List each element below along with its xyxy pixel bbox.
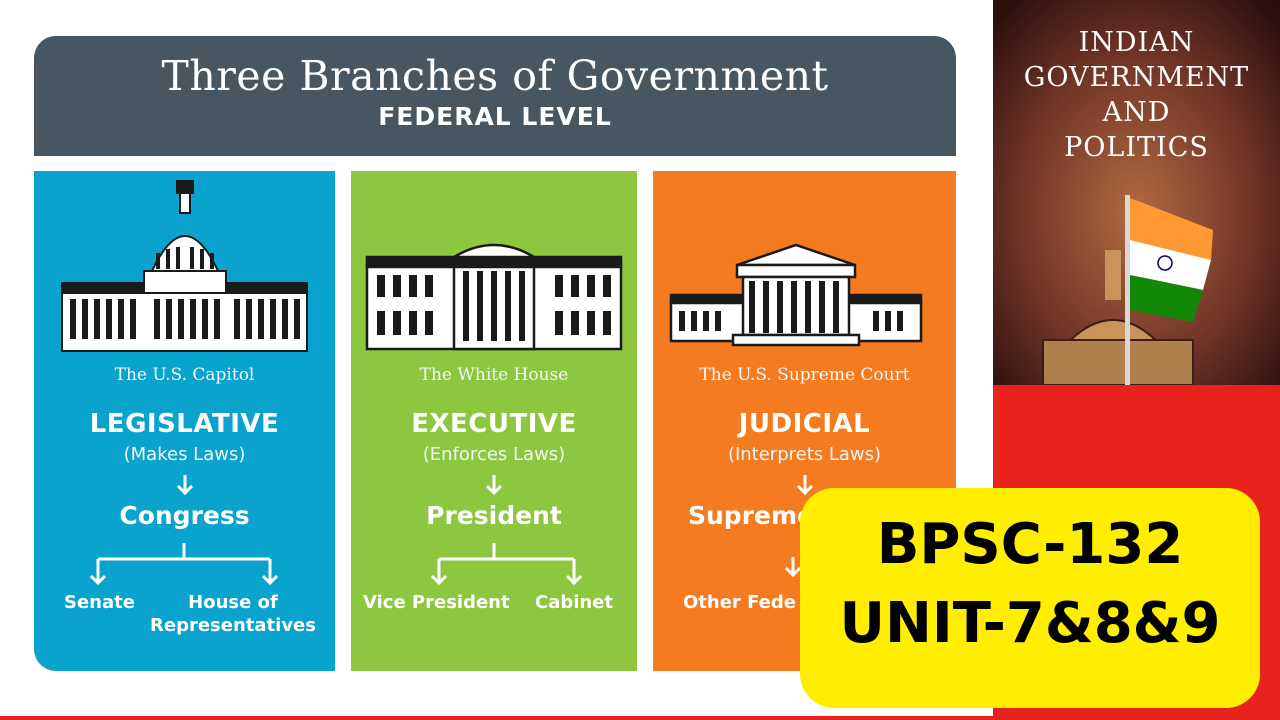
book-title-line: GOVERNMENT <box>1023 62 1250 93</box>
arrow-down-icon <box>784 557 802 578</box>
course-code: BPSC-132 <box>876 512 1184 577</box>
capitol-caption: The U.S. Capitol <box>114 365 255 385</box>
diagram-header: Three Branches of Government FEDERAL LEV… <box>34 36 956 156</box>
house-label-line2: Representatives <box>150 615 316 636</box>
diagram-subtitle: FEDERAL LEVEL <box>378 102 612 131</box>
course-badge: BPSC-132 UNIT-7&8&9 <box>800 488 1260 708</box>
president-label: President <box>426 501 562 530</box>
bottom-red-line <box>0 716 1280 720</box>
supreme-court-caption: The U.S. Supreme Court <box>699 365 910 385</box>
legislative-label: LEGISLATIVE <box>89 409 280 439</box>
senate-label: Senate <box>64 592 135 613</box>
executive-panel: The White House EXECUTIVE (Enforces Laws… <box>351 171 637 671</box>
judicial-label: JUDICIAL <box>738 409 871 439</box>
book-title: INDIAN GOVERNMENT AND POLITICS <box>993 25 1280 165</box>
supreme-court-building-icon <box>669 243 923 347</box>
other-federal-courts-label: Other Fede <box>683 592 796 613</box>
congress-label: Congress <box>119 501 250 530</box>
diagram-title: Three Branches of Government <box>161 52 829 100</box>
legislative-panel: The U.S. Capitol LEGISLATIVE (Makes Laws… <box>34 171 335 671</box>
house-label: House of Representatives <box>148 591 318 637</box>
executive-role: (Enforces Laws) <box>422 444 566 465</box>
book-title-line: AND <box>1102 97 1171 128</box>
executive-label: EXECUTIVE <box>411 409 577 439</box>
book-cover: INDIAN GOVERNMENT AND POLITICS <box>993 0 1280 385</box>
cabinet-label: Cabinet <box>535 592 614 613</box>
branch-connector-icon <box>430 543 583 586</box>
judicial-role: (Interprets Laws) <box>727 444 882 465</box>
capitol-building-icon <box>61 180 308 352</box>
arrow-down-icon <box>485 475 503 496</box>
book-title-line: POLITICS <box>1064 132 1209 163</box>
book-title-line: INDIAN <box>1078 27 1195 58</box>
book-cover-art <box>993 0 1280 385</box>
course-units: UNIT-7&8&9 <box>839 591 1221 656</box>
legislative-role: (Makes Laws) <box>123 444 246 465</box>
house-label-line1: House of <box>188 592 278 613</box>
arrow-down-icon <box>796 475 813 496</box>
branch-connector-icon <box>89 543 279 586</box>
arrow-down-icon <box>176 475 193 496</box>
white-house-caption: The White House <box>419 365 569 385</box>
white-house-building-icon <box>365 243 623 351</box>
vice-president-label: Vice President <box>363 592 510 613</box>
